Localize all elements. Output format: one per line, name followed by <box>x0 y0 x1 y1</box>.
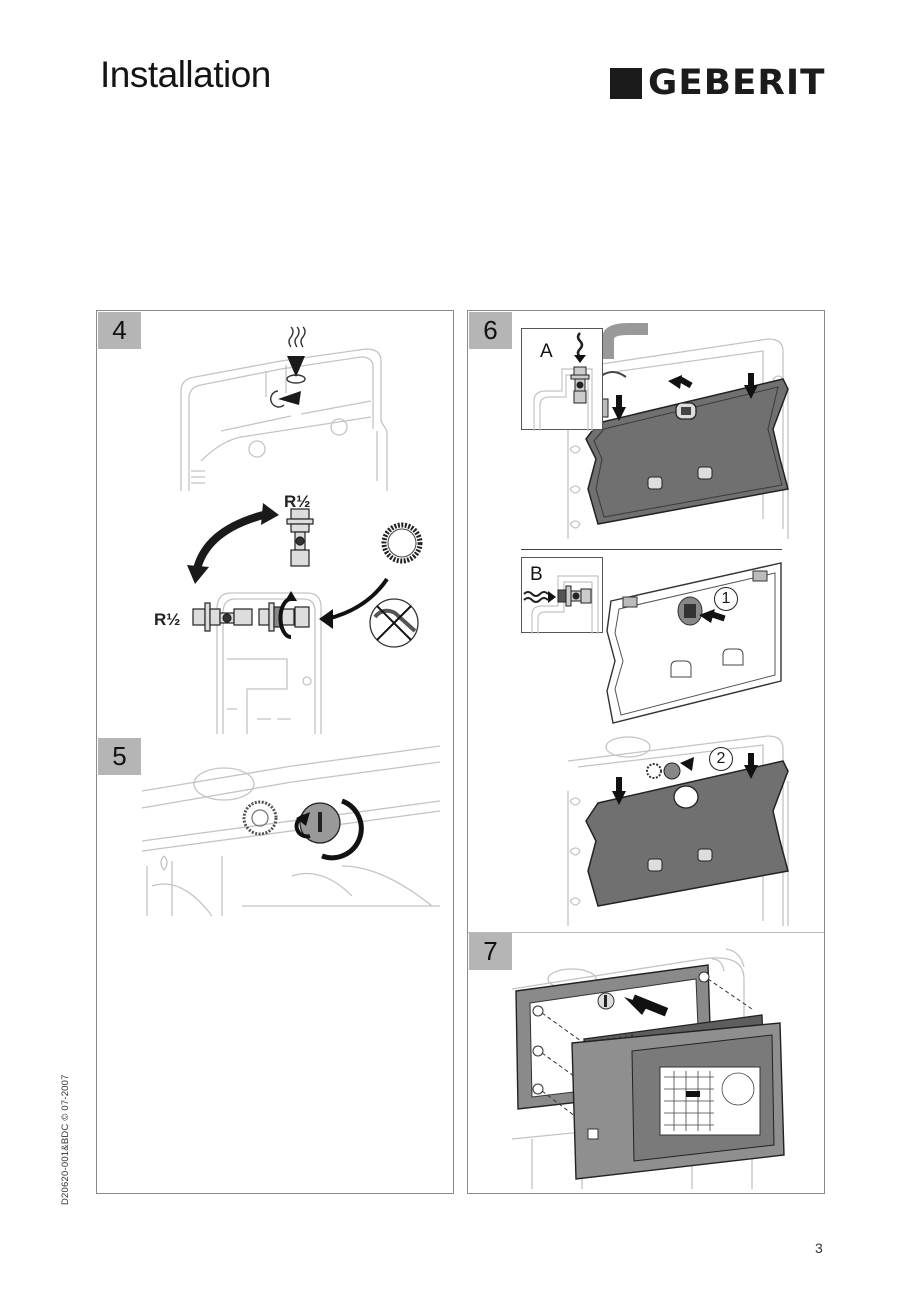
left-panel: 4 R½ R½ <box>96 310 454 1194</box>
step-4-valve-illustration <box>187 503 423 734</box>
step-6-cover-illustration-a <box>567 323 789 539</box>
step-7-badge: 7 <box>469 933 512 970</box>
inset-b-label: B <box>530 564 543 585</box>
callout-1: 1 <box>714 587 738 611</box>
logo-wordmark: GEBERIT <box>648 63 826 103</box>
inset-b-valve-illustration <box>523 575 599 634</box>
inset-a: A <box>521 328 603 431</box>
step-4-badge: 4 <box>98 312 141 349</box>
document-code: D20620-001&BDC © 07-2007 <box>60 1074 71 1205</box>
inset-b: B <box>521 557 603 634</box>
inset-a-valve-illustration <box>533 332 593 431</box>
step-6-frame-illustration <box>606 562 782 724</box>
step-7-cover-illustration <box>511 948 785 1189</box>
step-5-badge: 5 <box>98 738 141 775</box>
thread-label-left: R½ <box>154 610 181 629</box>
right-panel: 6 A <box>467 310 825 1194</box>
step-7-divider <box>468 932 824 933</box>
inset-a-label: A <box>540 341 553 362</box>
step-5-valve-illustration <box>141 745 441 917</box>
page-number: 3 <box>815 1240 823 1256</box>
step-6-cover-illustration-b <box>567 735 789 926</box>
logo-square-icon <box>610 68 642 99</box>
geberit-logo: GEBERIT <box>610 66 825 101</box>
page-title: Installation <box>100 54 271 95</box>
step-6-substep-divider <box>521 549 782 550</box>
thread-label-top: R½ <box>284 492 311 511</box>
callout-2: 2 <box>709 747 733 771</box>
step-6-badge: 6 <box>469 312 512 349</box>
step-4-cistern-illustration <box>180 326 388 491</box>
